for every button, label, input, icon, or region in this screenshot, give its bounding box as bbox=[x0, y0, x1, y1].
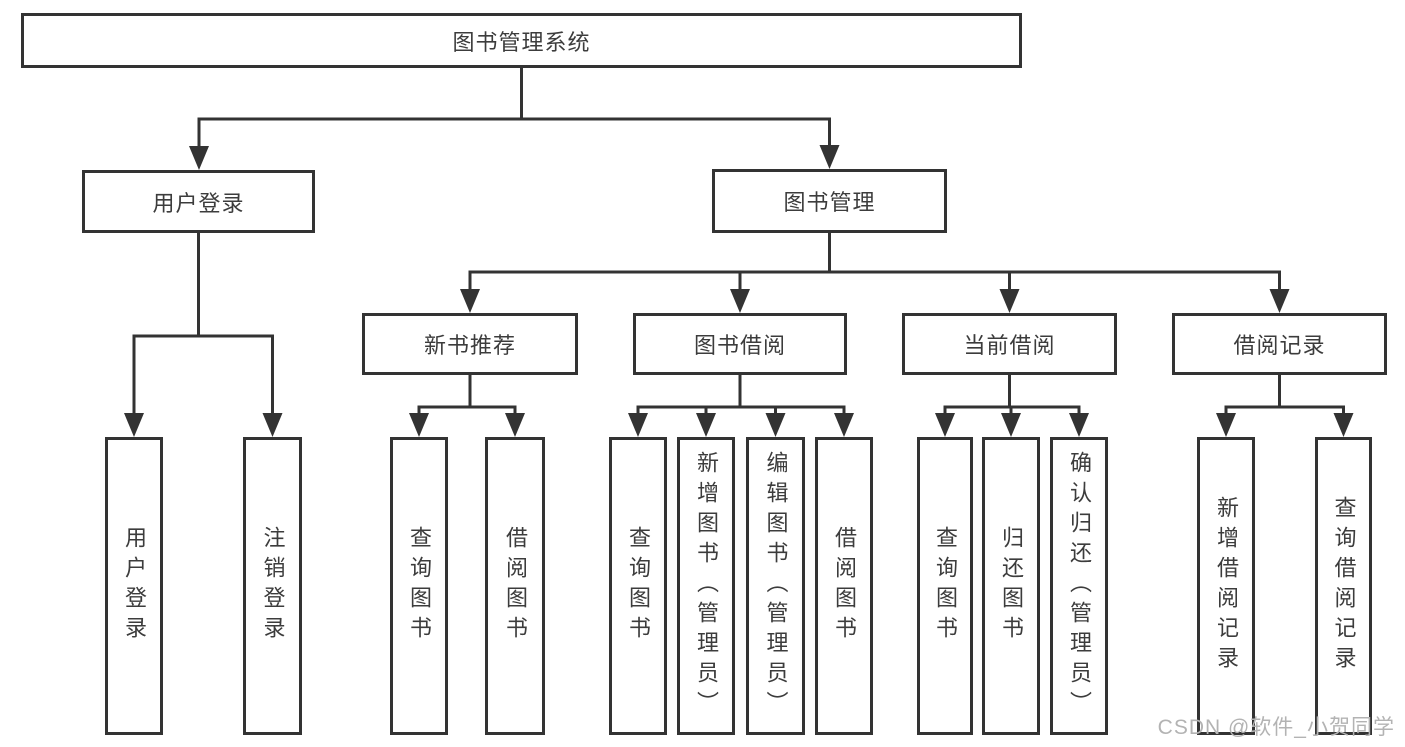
node-bb-edit-books-admin: 编辑图书（管理员） bbox=[746, 437, 805, 735]
node-bb-borrow-books: 借阅图书 bbox=[815, 437, 873, 735]
node-nb-borrow-books: 借阅图书 bbox=[485, 437, 545, 735]
node-nb-query-books: 查询图书 bbox=[390, 437, 448, 735]
watermark: CSDN @软件_小贺同学 bbox=[1157, 716, 1395, 739]
node-user-login: 用户登录 bbox=[82, 170, 315, 233]
node-cb-return-books: 归还图书 bbox=[982, 437, 1040, 735]
node-borrow-records: 借阅记录 bbox=[1172, 313, 1387, 375]
node-logout-leaf: 注销登录 bbox=[243, 437, 302, 735]
node-book-borrowing: 图书借阅 bbox=[633, 313, 847, 375]
node-cb-confirm-return-admin: 确认归还（管理员） bbox=[1050, 437, 1108, 735]
node-book-management: 图书管理 bbox=[712, 169, 947, 233]
node-root: 图书管理系统 bbox=[21, 13, 1022, 68]
node-bb-add-books-admin: 新增图书（管理员） bbox=[677, 437, 735, 735]
node-cb-query-books: 查询图书 bbox=[917, 437, 973, 735]
node-bb-query-books: 查询图书 bbox=[609, 437, 667, 735]
arrowheads bbox=[124, 145, 1354, 437]
node-br-query-record: 查询借阅记录 bbox=[1315, 437, 1372, 735]
node-br-add-record: 新增借阅记录 bbox=[1197, 437, 1255, 735]
node-current-borrowing: 当前借阅 bbox=[902, 313, 1117, 375]
node-new-book-recommend: 新书推荐 bbox=[362, 313, 578, 375]
node-user-login-leaf: 用户登录 bbox=[105, 437, 163, 735]
